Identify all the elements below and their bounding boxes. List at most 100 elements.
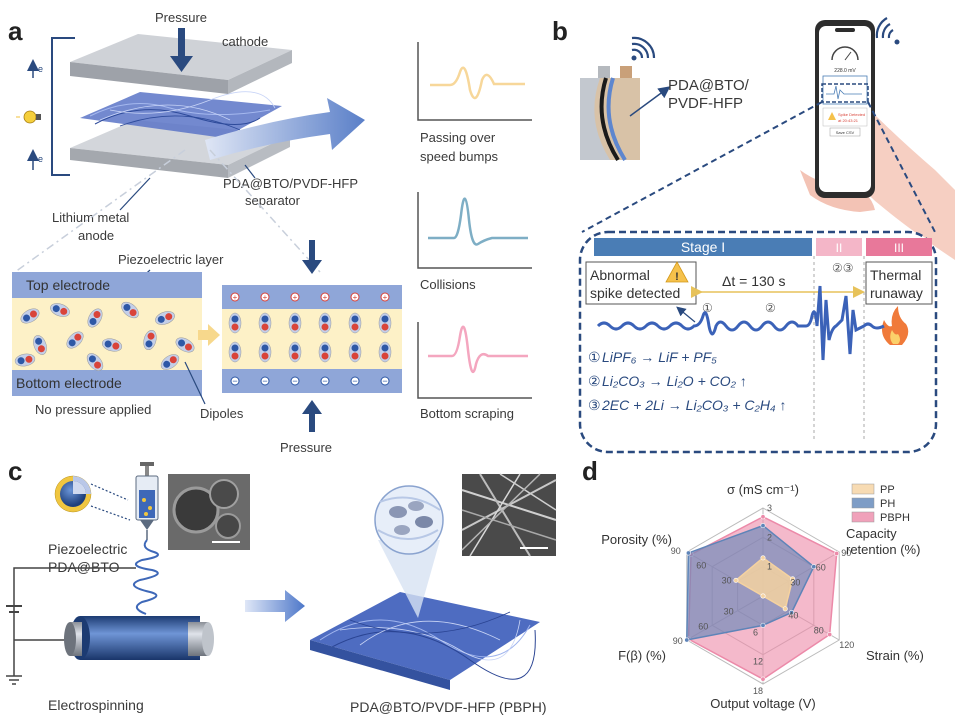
svg-text:+: +: [293, 293, 298, 302]
svg-text:+: +: [383, 293, 388, 302]
svg-text:+: +: [233, 293, 238, 302]
radar-tick-label: 120: [839, 640, 854, 650]
zoom-line-left: [14, 149, 186, 273]
wifi-icon-phone: [875, 17, 900, 45]
legend-swatch-pp: [851, 483, 875, 495]
polymer-jet: [132, 539, 159, 615]
signal-plot-collisions: Collisions: [417, 192, 532, 292]
radar-axis-label: Output voltage (V): [710, 696, 816, 711]
legend-label-pbph: PBPH: [880, 512, 910, 524]
radar-axis-label: σ (mS cm⁻¹): [727, 482, 799, 497]
piezo-material-line1: Piezoelectric: [48, 541, 127, 557]
radar-point-ph-2: [811, 564, 817, 570]
signal-label-3: Bottom scraping: [420, 406, 514, 421]
zoom-dot-line-2: [90, 505, 131, 521]
radar-point-pp-1: [760, 555, 766, 561]
signal-label-1-line1: Passing over: [420, 130, 496, 145]
stage-3-label: III: [894, 241, 904, 255]
electrospinning-label: Electrospinning: [48, 697, 144, 713]
radar-axis-label: Porosity (%): [601, 532, 672, 547]
marker-2: ②: [765, 301, 776, 315]
delta-t-label: Δt = 130 s: [722, 273, 785, 289]
radar-tick-label: 30: [722, 575, 732, 585]
signal-label-2: Collisions: [420, 277, 476, 292]
svg-text:−: −: [352, 376, 357, 386]
bottom-electrode-label: Bottom electrode: [16, 375, 122, 391]
radar-axis-label: retention (%): [846, 542, 920, 557]
reaction-3-num: ③: [588, 397, 601, 413]
legend-swatch-ph: [851, 497, 875, 509]
pressure-arrow-down: [302, 240, 322, 274]
zoom-line-right: [209, 149, 321, 273]
panel-a: a e e: [8, 10, 532, 455]
rotating-collector: [64, 616, 214, 660]
material-label-line1: PDA@BTO/: [668, 77, 750, 94]
phone-save-button: Save CSV: [836, 130, 855, 135]
pbph-label: PDA@BTO/PVDF-HFP (PBPH): [350, 699, 547, 715]
panel-d-letter: d: [582, 456, 598, 486]
panel-c: c Piezoelectric PDA@BTO: [6, 456, 557, 715]
radar-tick-label: 18: [753, 686, 763, 696]
piezo-material-line2: PDA@BTO: [48, 559, 120, 575]
electron-arrow-top: e: [27, 59, 43, 78]
phone-graph-highlight: [821, 83, 869, 103]
pressure-arrow-top: Pressure: [155, 10, 207, 72]
phone-alert-line1: Spike Detected: [838, 112, 865, 117]
aligned-dipoles: [228, 312, 392, 363]
radar-point-pp-5: [760, 593, 766, 599]
reaction-1-num: ①: [588, 349, 601, 365]
reactions-list: ① LiPF₆ → LiF + PF₅ ② Li₂CO₃ → Li₂O + CO…: [588, 349, 786, 413]
radar-point-ph-6: [685, 550, 691, 556]
radar-tick-label: 2: [767, 532, 772, 542]
radar-point-ph-1: [760, 523, 766, 529]
svg-text:−: −: [292, 376, 297, 386]
stage-1-label: Stage I: [681, 239, 725, 255]
dipoles-label: Dipoles: [200, 406, 244, 421]
pressure-label-bottom: Pressure: [280, 440, 332, 455]
abnormal-label-line2: spike detected: [590, 285, 680, 301]
radar-tick-label: 80: [814, 625, 824, 635]
radar-tick-label: 90: [841, 548, 851, 558]
transition-arrow: [198, 324, 220, 346]
svg-text:+: +: [263, 293, 268, 302]
material-label-line2: PVDF-HFP: [668, 95, 743, 112]
voltage-source-icon: [6, 605, 22, 613]
wifi-icon-battery: [631, 36, 656, 61]
tem-image: [168, 474, 250, 550]
reaction-3-text: 2EC + 2Li → Li₂CO₃ + C₂H₄ ↑: [601, 397, 786, 413]
svg-text:−: −: [232, 376, 237, 386]
stage-1-bar: [594, 238, 812, 256]
separator-mesh: [80, 91, 282, 138]
svg-text:!: !: [675, 271, 679, 283]
radar-point-pbph-4: [760, 676, 766, 682]
radar-tick-label: 3: [767, 503, 772, 513]
abnormal-label-line1: Abnormal: [590, 267, 650, 283]
radar-tick-label: 6: [753, 627, 758, 637]
radar-tick-label: 40: [788, 611, 798, 621]
top-positive-charges: + + + + + +: [230, 292, 390, 302]
radar-tick-label: 90: [673, 636, 683, 646]
piezo-layer-label: Piezoelectric layer: [118, 252, 224, 267]
phone-value: 228.0 mV: [834, 68, 856, 74]
svg-text:−: −: [262, 376, 267, 386]
electron-label-top: e: [38, 64, 43, 74]
radar-point-pbph-2: [834, 550, 840, 556]
bottom-negative-charges: − − − − − −: [230, 376, 390, 386]
bulb-icon: [16, 110, 41, 124]
stage-2-label: II: [836, 241, 843, 255]
signal-label-1-line2: speed bumps: [420, 149, 499, 164]
separator-label-line1: PDA@BTO/PVDF-HFP: [223, 176, 358, 191]
dipoles-pointer: [184, 361, 206, 405]
thermal-label-line1: Thermal: [870, 267, 921, 283]
legend-label-pp: PP: [880, 484, 895, 496]
panel-c-letter: c: [8, 456, 22, 486]
circuit-wire: [51, 37, 75, 176]
capacitor-poled: + + + + + + −: [222, 285, 402, 393]
thermal-box: [865, 261, 933, 305]
radar-axis-label: Strain (%): [866, 648, 924, 663]
phone-alert-line2: at 20:43:21: [838, 118, 859, 123]
radar-tick-label: 60: [696, 561, 706, 571]
flame-icon: [882, 306, 909, 345]
radar-tick-label: 90: [671, 546, 681, 556]
reaction-2-num: ②: [588, 373, 601, 389]
